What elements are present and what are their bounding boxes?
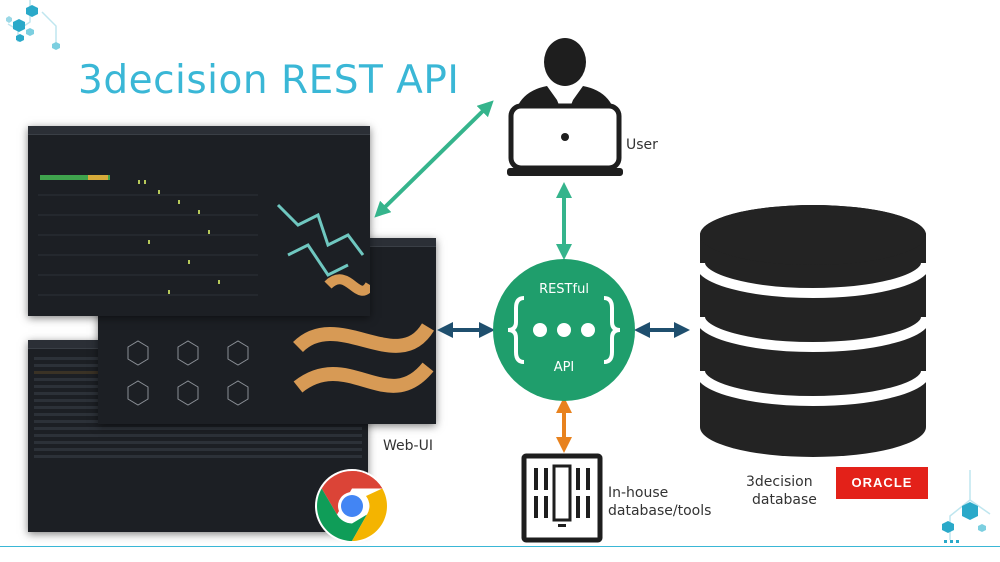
web-ui-screenshot-front [28, 126, 370, 316]
user-label: User [626, 137, 658, 153]
molecule-icon [942, 470, 991, 543]
api-label-bottom: API [553, 360, 575, 375]
inhouse-label-line1: In-house [608, 485, 669, 501]
oracle-logo: ORACLE [836, 467, 928, 499]
bottom-rule [0, 546, 1000, 547]
inhouse-label-line2: database/tools [608, 503, 712, 519]
api-label-top: RESTful [539, 282, 589, 297]
server-icon [521, 453, 603, 543]
molecule-icon [6, 0, 60, 50]
db-label-line1: 3decision [746, 474, 813, 490]
laptop-icon [507, 103, 623, 176]
api-braces-icon [493, 259, 635, 401]
chrome-icon [315, 469, 389, 543]
db-label-line2: database [752, 492, 817, 508]
web-ui-label: Web-UI [383, 438, 433, 454]
database-icon [700, 205, 926, 457]
page-title: 3decision REST API [78, 58, 460, 103]
user-webui-arrow [374, 100, 494, 218]
